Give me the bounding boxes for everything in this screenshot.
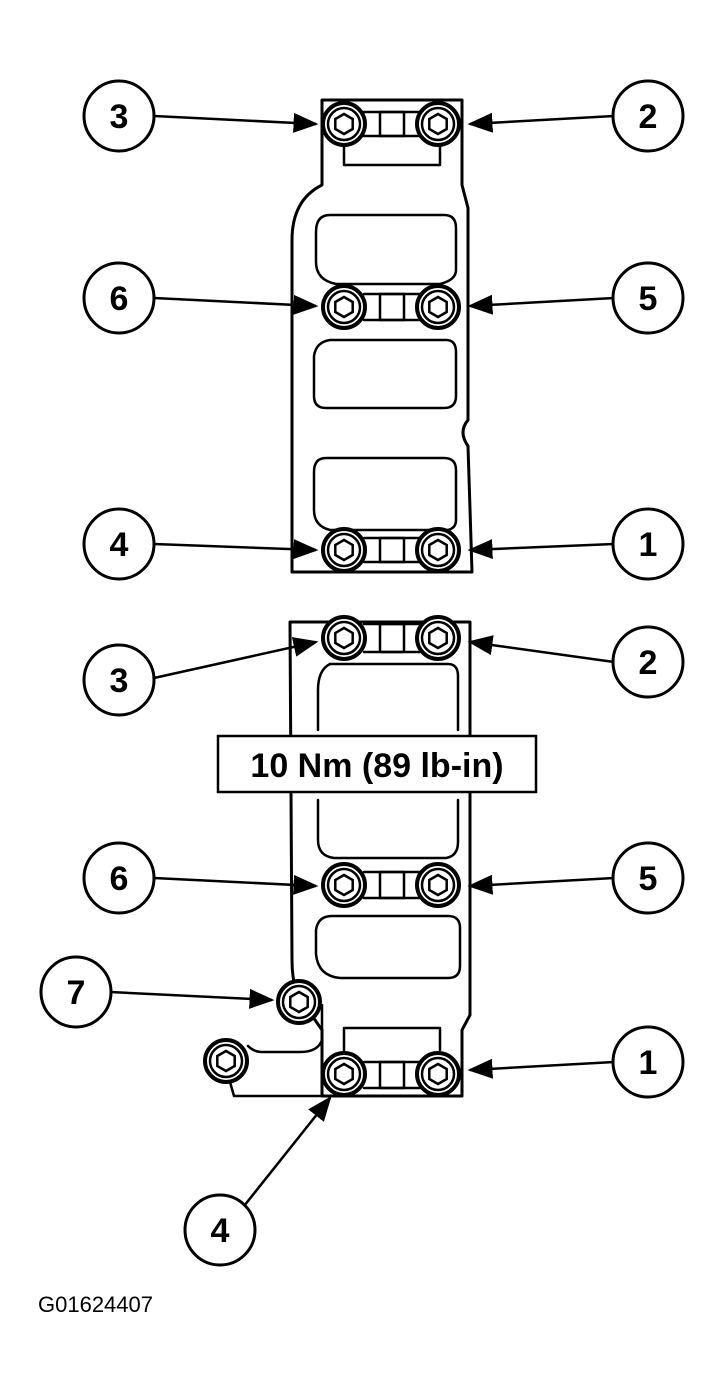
bolt-head-upper-4 bbox=[415, 284, 461, 330]
upper-bridge-row2 bbox=[362, 292, 422, 322]
figure-id: G01624407 bbox=[38, 1292, 153, 1317]
leader-lower-7 bbox=[109, 988, 275, 1009]
callout-lower-4: 4 bbox=[183, 1193, 257, 1267]
callout-lower-3: 3 bbox=[82, 643, 156, 717]
bolt-head-upper-2 bbox=[415, 101, 461, 147]
svg-text:2: 2 bbox=[639, 644, 658, 682]
bolt-head-lower-8 bbox=[415, 615, 461, 661]
svg-text:5: 5 bbox=[639, 280, 658, 318]
callout-lower-7: 7 bbox=[39, 955, 113, 1029]
bolt-heads bbox=[203, 101, 461, 1097]
leader-lower-4 bbox=[243, 1096, 332, 1207]
svg-text:1: 1 bbox=[639, 1044, 658, 1082]
callout-lower-6: 6 bbox=[82, 841, 156, 915]
leader-upper-2 bbox=[467, 112, 615, 133]
callout-upper-1: 1 bbox=[611, 507, 685, 581]
callout-upper-4: 4 bbox=[82, 507, 156, 581]
lower-bridge-row1 bbox=[362, 622, 422, 654]
upper-bridge-row1 bbox=[362, 110, 422, 138]
bolt-head-lower-7 bbox=[321, 615, 367, 661]
leader-lower-2 bbox=[467, 635, 615, 664]
bolt-head-lower-14 bbox=[415, 1051, 461, 1097]
bolt-head-upper-3 bbox=[321, 284, 367, 330]
svg-text:1: 1 bbox=[639, 526, 658, 564]
svg-text:4: 4 bbox=[110, 526, 129, 564]
bolt-head-lower-12 bbox=[203, 1038, 249, 1084]
svg-text:2: 2 bbox=[639, 98, 658, 136]
callout-lower-5: 5 bbox=[611, 841, 685, 915]
lower-bridge-row3 bbox=[362, 1060, 422, 1090]
leader-upper-4 bbox=[153, 539, 319, 560]
upper-component bbox=[290, 98, 474, 574]
bolt-head-lower-10 bbox=[415, 862, 461, 908]
svg-text:3: 3 bbox=[110, 662, 129, 700]
leader-upper-5 bbox=[467, 294, 615, 315]
lower-bridge-row2 bbox=[362, 870, 422, 900]
leader-lower-1 bbox=[467, 1058, 615, 1079]
torque-spec-label: 10 Nm (89 lb-in) bbox=[216, 734, 538, 794]
leader-upper-6 bbox=[153, 294, 319, 315]
torque-spec-text: 10 Nm (89 lb-in) bbox=[250, 747, 503, 785]
bolt-head-upper-1 bbox=[321, 101, 367, 147]
callout-upper-3: 3 bbox=[82, 79, 156, 153]
callout-upper-2: 2 bbox=[611, 79, 685, 153]
lower-callouts: 3 2 6 5 7 1 4 bbox=[39, 625, 685, 1267]
upper-callouts: 3 2 6 5 4 1 bbox=[82, 79, 685, 581]
svg-text:6: 6 bbox=[110, 860, 129, 898]
upper-bridge-row3 bbox=[362, 536, 422, 564]
leader-lower-3 bbox=[153, 637, 319, 680]
leader-upper-1 bbox=[467, 539, 615, 560]
svg-text:6: 6 bbox=[110, 280, 129, 318]
bolt-head-upper-6 bbox=[415, 527, 461, 573]
svg-text:3: 3 bbox=[110, 98, 129, 136]
callout-upper-5: 5 bbox=[611, 261, 685, 335]
callout-upper-6: 6 bbox=[82, 261, 156, 335]
leader-lower-5 bbox=[467, 874, 615, 895]
svg-text:7: 7 bbox=[67, 974, 86, 1012]
bolt-head-lower-9 bbox=[321, 862, 367, 908]
svg-text:4: 4 bbox=[211, 1212, 230, 1250]
svg-text:5: 5 bbox=[639, 860, 658, 898]
bolt-head-lower-11 bbox=[276, 979, 322, 1025]
leader-upper-3 bbox=[153, 112, 319, 133]
leader-arrows bbox=[109, 112, 615, 1207]
callout-lower-2: 2 bbox=[611, 625, 685, 699]
lower-component bbox=[228, 620, 472, 1098]
bolt-head-lower-13 bbox=[321, 1051, 367, 1097]
bolt-head-upper-5 bbox=[321, 527, 367, 573]
leader-lower-6 bbox=[153, 874, 319, 895]
callout-lower-1: 1 bbox=[611, 1025, 685, 1099]
